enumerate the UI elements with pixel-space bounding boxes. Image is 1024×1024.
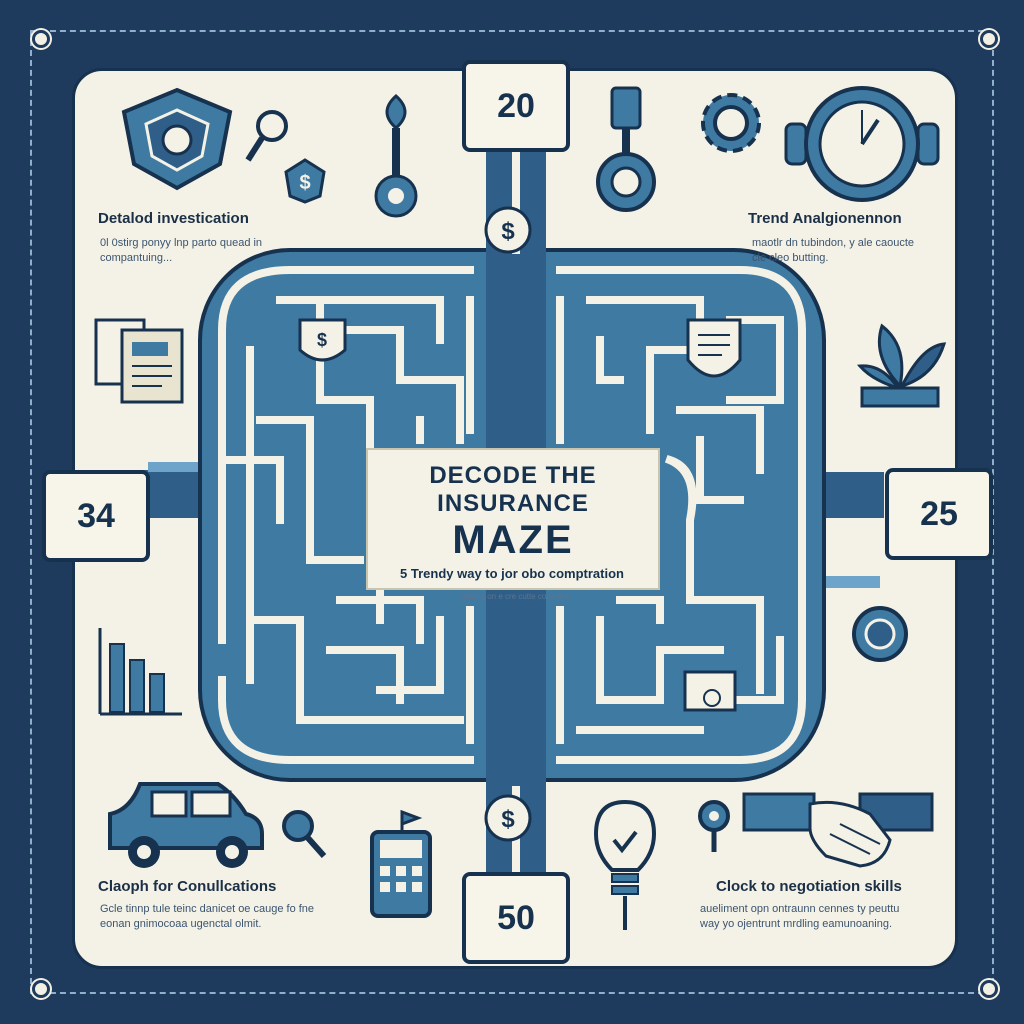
maze-side-bar — [140, 470, 200, 518]
documents-icon — [94, 318, 184, 404]
fine-print: aldang on e cre cutte cone era — [460, 592, 570, 601]
number-box-right: 25 — [885, 468, 993, 560]
bar-chart-icon — [98, 628, 182, 716]
title-line-3: MAZE — [452, 518, 574, 562]
key-pin-icon — [374, 93, 418, 218]
plant-icon — [856, 323, 947, 408]
target-sensor-icon — [596, 86, 656, 212]
section-title-top-left: Detalod investication — [98, 210, 249, 227]
document-shield-icon — [686, 318, 742, 378]
shield-icon — [121, 87, 233, 191]
corner-dot — [32, 30, 50, 48]
dollar-badge-icon: $ — [284, 158, 326, 204]
dollar-shield-icon: $ — [298, 318, 347, 362]
dotted-frame — [30, 30, 994, 994]
handshake-icon — [742, 792, 934, 868]
car-icon — [108, 782, 264, 868]
lightbulb-icon — [593, 799, 657, 930]
maze-side-accent — [816, 576, 880, 588]
receipt-icon — [683, 670, 737, 712]
title-card: DECODE THE INSURANCE MAZE — [366, 448, 660, 590]
corner-dot — [980, 980, 998, 998]
gear-icon — [701, 93, 761, 153]
section-title-top-right: Trend Analgionennon — [748, 210, 902, 227]
section-desc-bottom-right: aueliment opn ontraunn cennes ty peuttu … — [700, 903, 900, 930]
svg-text:$: $ — [299, 172, 310, 194]
section-desc-top-right: maotlr dn tubindon, y ale caoucte cle cl… — [752, 237, 915, 264]
corner-dot — [980, 30, 998, 48]
maze-side-bar — [824, 472, 884, 518]
corner-dot — [32, 980, 50, 998]
clock-icon — [784, 86, 940, 202]
section-title-bottom-right: Clock to negotiation skills — [716, 878, 902, 895]
number-box-left: 34 — [42, 470, 150, 562]
title-line-1: DECODE THE — [429, 462, 597, 489]
number-box-top: 20 — [462, 60, 570, 152]
svg-text:$: $ — [501, 218, 515, 245]
coin-icon — [852, 606, 908, 662]
svg-text:$: $ — [317, 330, 327, 350]
magnifier-icon — [282, 810, 327, 858]
number-box-bottom: 50 — [462, 872, 570, 964]
magnifier-icon — [245, 110, 288, 162]
maze-side-accent — [148, 462, 208, 472]
subtitle: 5 Trendy way to jor obo comptration — [400, 566, 624, 581]
section-title-bottom-left: Claoph for Conullcations — [98, 878, 277, 895]
dollar-marker-icon: $ — [484, 206, 532, 254]
section-desc-bottom-left: Gcle tinnp tule teinc danicet oe cauge f… — [100, 903, 315, 930]
dollar-marker-icon: $ — [484, 794, 532, 842]
svg-text:$: $ — [501, 806, 515, 833]
calculator-icon — [370, 810, 432, 918]
key-icon — [698, 800, 730, 852]
section-desc-top-left: 0l 0stirg ponyy lnp parto quead in compa… — [100, 237, 263, 264]
title-line-2: INSURANCE — [437, 490, 589, 517]
